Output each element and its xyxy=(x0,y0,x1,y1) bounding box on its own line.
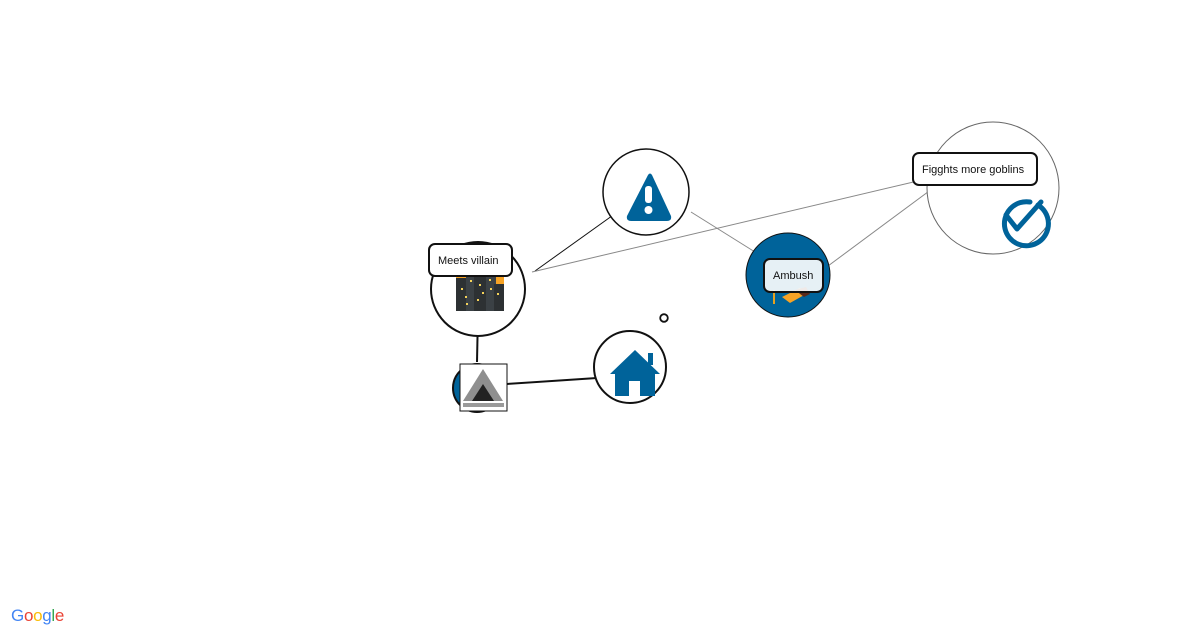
edges xyxy=(476,179,941,385)
logo-letter: o xyxy=(23,606,34,625)
logo-letter: l xyxy=(51,606,55,625)
edge-warning-ambush xyxy=(690,211,756,253)
node-done[interactable] xyxy=(926,121,1060,255)
google-logo: Google xyxy=(11,606,64,626)
label-fights-more-goblins[interactable]: Figghts more goblins xyxy=(912,152,1038,186)
label-meets-villain[interactable]: Meets villain xyxy=(428,243,513,277)
node-home[interactable] xyxy=(593,330,667,404)
check-circle-icon xyxy=(1001,199,1051,249)
home-icon xyxy=(610,350,660,396)
warning-triangle-icon xyxy=(626,173,672,221)
node-warning[interactable] xyxy=(602,148,690,236)
logo-letter: G xyxy=(11,606,24,625)
logo-letter: o xyxy=(33,606,43,625)
edge-city-done xyxy=(531,179,923,273)
edge-tent-home xyxy=(506,376,613,385)
cursor-ring xyxy=(659,313,669,323)
logo-letter: e xyxy=(54,606,65,625)
label-text: Meets villain xyxy=(438,255,499,267)
label-text: Figghts more goblins xyxy=(922,164,1025,176)
tent-icon xyxy=(459,363,508,412)
logo-letter: g xyxy=(42,606,52,625)
label-text: Ambush xyxy=(773,270,814,282)
label-ambush[interactable]: Ambush xyxy=(763,258,824,293)
edge-ambush-done xyxy=(827,182,941,267)
node-tent[interactable] xyxy=(452,363,508,413)
